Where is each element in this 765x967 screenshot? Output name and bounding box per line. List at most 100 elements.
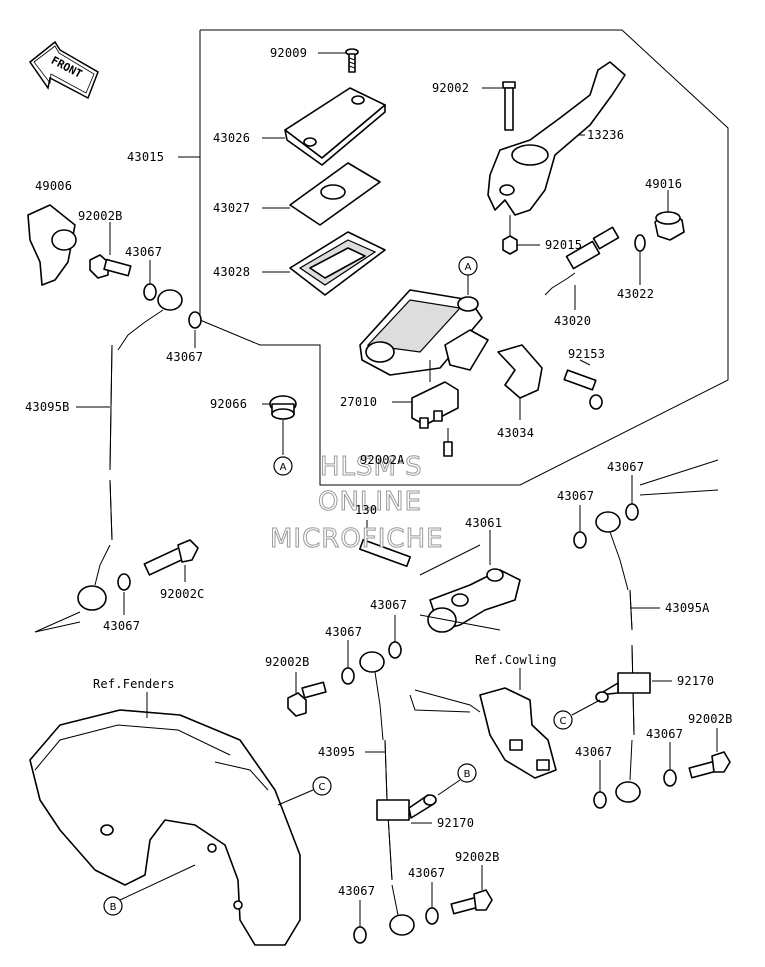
label-92002a: 92002A [360, 453, 405, 467]
brake-lever-13236 [487, 61, 626, 216]
label-92002b-right: 92002B [688, 712, 733, 726]
washer-43067-e [625, 503, 639, 521]
screw-92009 [345, 48, 359, 73]
svg-text:B: B [464, 769, 471, 780]
washer-43067-d [573, 531, 587, 549]
brake-hose-43095b [77, 289, 183, 611]
label-49006: 49006 [35, 179, 72, 193]
callout-c-right: C [553, 710, 573, 730]
nut-92015 [502, 215, 518, 255]
label-43067-a: 43067 [125, 245, 162, 259]
label-92170-center: 92170 [437, 816, 474, 830]
label-43067-k: 43067 [408, 866, 445, 880]
label-92170-right: 92170 [677, 674, 714, 688]
cowling-bracket [409, 687, 557, 779]
diaphragm-plate-43027 [289, 162, 381, 226]
dust-boot-49016 [654, 211, 685, 241]
label-27010: 27010 [340, 395, 377, 409]
label-92002: 92002 [432, 81, 469, 95]
washer-43067-i [663, 769, 677, 787]
label-130: 130 [355, 503, 377, 517]
label-43067-g: 43067 [325, 625, 362, 639]
label-43095: 43095 [318, 745, 355, 759]
label-43022: 43022 [617, 287, 654, 301]
svg-text:A: A [280, 462, 287, 473]
callout-b-center: B [457, 763, 477, 783]
label-43067-e: 43067 [607, 460, 644, 474]
front-fender [29, 709, 301, 946]
reservoir-cap-43026 [284, 87, 386, 166]
label-43095a: 43095A [665, 601, 710, 615]
label-43015: 43015 [127, 150, 164, 164]
banjo-bolt-92002b-bottom [450, 889, 493, 915]
master-cylinder-body [359, 289, 489, 376]
svg-text:A: A [465, 262, 472, 273]
diaphragm-43028 [289, 231, 386, 296]
boot-49006 [27, 204, 77, 286]
label-43067-j: 43067 [338, 884, 375, 898]
ref-fenders-label: Ref.Fenders [93, 677, 175, 691]
screw-92002a [443, 441, 453, 457]
hose-clamp-92170-center [376, 794, 437, 821]
watermark: HLSM'S ONLINE MICROFICHE [270, 452, 444, 555]
banjo-bolt-92002b-top [89, 254, 132, 279]
label-92002c: 92002C [160, 587, 205, 601]
washer-43067-j [353, 926, 367, 944]
label-43067-b: 43067 [166, 350, 203, 364]
callout-a-top: A [458, 256, 478, 276]
label-43061: 43061 [465, 516, 502, 530]
joint-43061 [427, 568, 521, 633]
svg-text:C: C [319, 782, 326, 793]
label-43026: 43026 [213, 131, 250, 145]
label-43028: 43028 [213, 265, 250, 279]
label-92002b-top: 92002B [78, 209, 123, 223]
svg-text:HLSM'S: HLSM'S [320, 452, 423, 482]
washer-43067-k [425, 907, 439, 925]
bolt-92153 [563, 369, 603, 410]
label-49016: 49016 [645, 177, 682, 191]
circlip-43022 [634, 234, 646, 252]
callout-c-fender: C [312, 776, 332, 796]
banjo-bolt-92002c [143, 539, 199, 576]
washer-43067-f [388, 641, 402, 659]
brake-switch-27010 [411, 381, 459, 429]
banjo-bolt-92002b-right [688, 751, 731, 779]
label-43067-d: 43067 [557, 489, 594, 503]
label-43020: 43020 [554, 314, 591, 328]
label-92066: 92066 [210, 397, 247, 411]
washer-43067-c [117, 573, 131, 591]
label-43067-h: 43067 [575, 745, 612, 759]
callout-a-bottom: A [273, 456, 293, 476]
piston-kit-43020 [544, 226, 620, 296]
label-43027: 43027 [213, 201, 250, 215]
hose-clamp-92170-right [595, 672, 651, 703]
label-43095b: 43095B [25, 400, 70, 414]
washer-43067-h [593, 791, 607, 809]
cap-92066 [269, 395, 297, 420]
front-arrow-icon: FRONT [28, 40, 99, 100]
svg-text:ONLINE: ONLINE [318, 487, 422, 517]
banjo-bolt-92002b-mid [287, 681, 327, 717]
label-13236: 13236 [587, 128, 624, 142]
label-92015: 92015 [545, 238, 582, 252]
label-43067-c: 43067 [103, 619, 140, 633]
ref-cowling-label: Ref.Cowling [475, 653, 557, 667]
bolt-130 [358, 538, 412, 568]
svg-text:MICROFICHE: MICROFICHE [270, 524, 444, 554]
pivot-bolt-92002 [502, 81, 516, 131]
callout-b-fender: B [103, 896, 123, 916]
washer-43067-b [188, 311, 202, 329]
group-outline-43015 [199, 29, 729, 486]
label-92009: 92009 [270, 46, 307, 60]
washer-43067-a [143, 283, 157, 301]
label-43067-f: 43067 [370, 598, 407, 612]
brake-hose-43095 [359, 651, 415, 936]
clamp-43034 [497, 344, 543, 399]
label-43034: 43034 [497, 426, 534, 440]
label-92002b-mid: 92002B [265, 655, 310, 669]
label-92002b-bottom: 92002B [455, 850, 500, 864]
label-43067-i: 43067 [646, 727, 683, 741]
label-92153: 92153 [568, 347, 605, 361]
svg-text:C: C [560, 716, 567, 727]
